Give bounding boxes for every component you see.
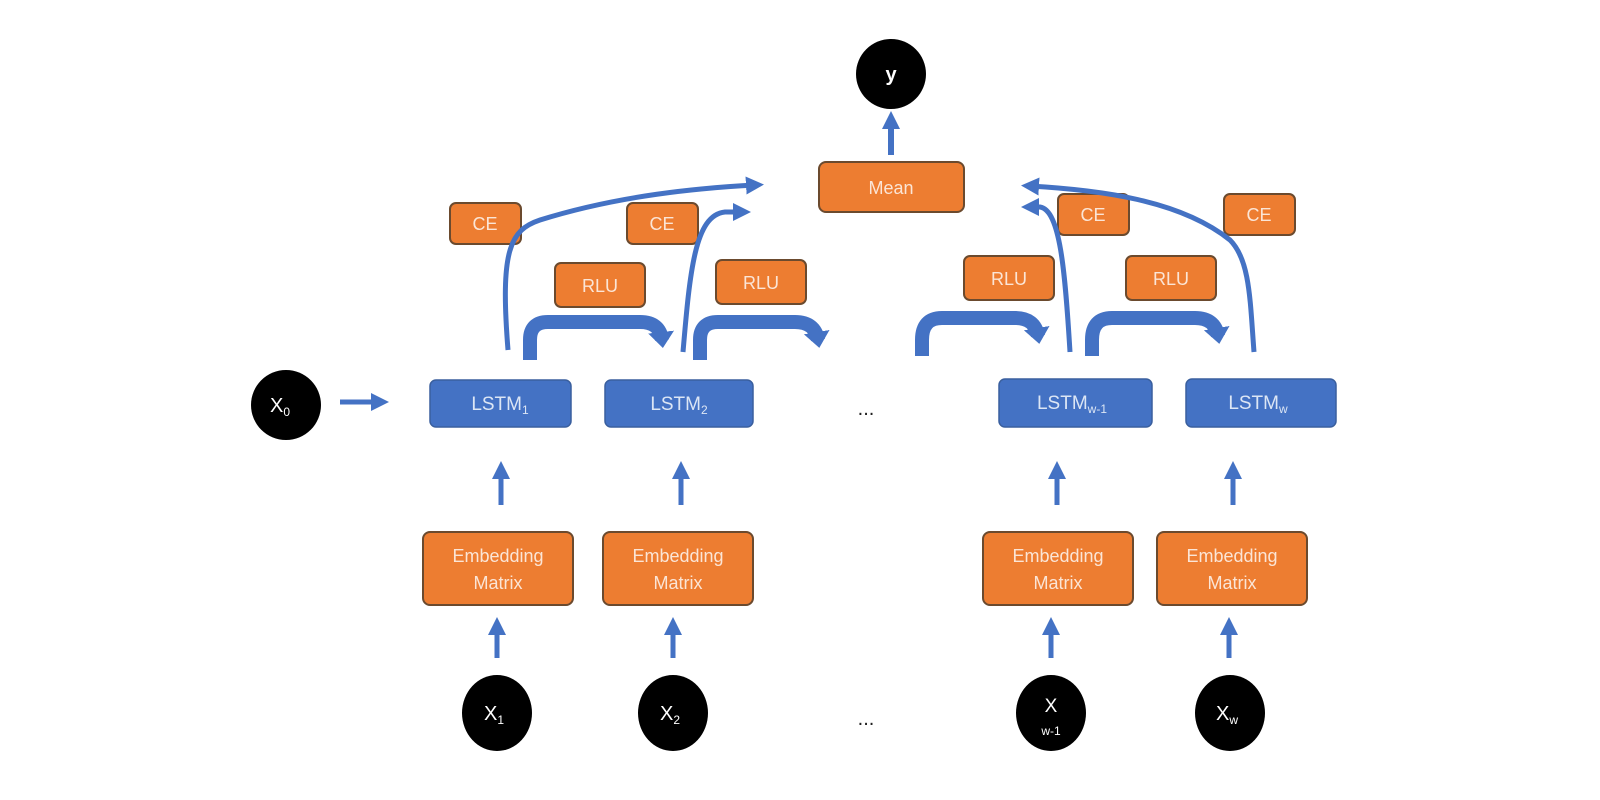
- svg-text:LSTMw-1: LSTMw-1: [1037, 393, 1107, 416]
- svg-text:X0: X0: [270, 395, 290, 419]
- rlu-label: RLU: [991, 269, 1027, 289]
- ce-label: CE: [1246, 205, 1271, 225]
- ce-arrow-2: [680, 203, 751, 353]
- recurrent-arrow-1: [523, 315, 675, 360]
- output-node-y: y: [856, 39, 926, 109]
- svg-text:Xw: Xw: [1216, 703, 1238, 727]
- svg-text:X: X: [1045, 696, 1058, 717]
- ce-label: CE: [1080, 205, 1105, 225]
- svg-text:Embedding: Embedding: [632, 546, 723, 566]
- ellipsis-lstm: ...: [858, 398, 875, 420]
- svg-text:Matrix: Matrix: [1034, 573, 1083, 593]
- svg-text:Embedding: Embedding: [1012, 546, 1103, 566]
- svg-text:X1: X1: [484, 703, 504, 727]
- embedding-box-4: Embedding Matrix: [1156, 531, 1308, 606]
- rlu-label: RLU: [582, 276, 618, 296]
- output-label: y: [885, 64, 897, 86]
- input-node-xw-1: X w-1: [1016, 675, 1086, 751]
- embedding-box-1: Embedding Matrix: [422, 531, 574, 606]
- input-node-xw: Xw: [1195, 675, 1265, 751]
- embedding-box-3: Embedding Matrix: [982, 531, 1134, 606]
- recurrent-arrow-3: [915, 311, 1050, 356]
- svg-text:Matrix: Matrix: [1208, 573, 1257, 593]
- rlu-box-2: RLU: [715, 259, 807, 305]
- lstm-cell-1: LSTM1: [429, 379, 572, 428]
- svg-text:Embedding: Embedding: [1186, 546, 1277, 566]
- ce-label: CE: [649, 214, 674, 234]
- ce-arrow-3: [1021, 198, 1073, 353]
- embedding-box-2: Embedding Matrix: [602, 531, 754, 606]
- ce-box-3: CE: [1057, 193, 1130, 236]
- svg-text:LSTM1: LSTM1: [471, 394, 529, 417]
- ce-arrow-4: [1021, 177, 1257, 353]
- rlu-box-4: RLU: [1125, 255, 1217, 301]
- ce-box-4: CE: [1223, 193, 1296, 236]
- lstm-cell-2: LSTM2: [604, 379, 754, 428]
- mean-box: Mean: [818, 161, 965, 213]
- ce-box-2: CE: [626, 202, 699, 245]
- rlu-box-3: RLU: [963, 255, 1055, 301]
- svg-text:LSTMw: LSTMw: [1228, 393, 1288, 416]
- ce-box-1: CE: [449, 202, 522, 245]
- lstm-cell-w-1: LSTMw-1: [998, 378, 1153, 428]
- svg-text:X2: X2: [660, 703, 680, 727]
- svg-text:LSTM2: LSTM2: [650, 394, 708, 417]
- initial-input-x0: X0: [251, 370, 321, 440]
- ce-arrow-1: [502, 176, 764, 351]
- svg-text:Matrix: Matrix: [474, 573, 523, 593]
- svg-text:Matrix: Matrix: [654, 573, 703, 593]
- input-node-x1: X1: [462, 675, 532, 751]
- input-node-x2: X2: [638, 675, 708, 751]
- lstm-cell-w: LSTMw: [1185, 378, 1337, 428]
- ce-label: CE: [472, 214, 497, 234]
- rlu-box-1: RLU: [554, 262, 646, 308]
- recurrent-arrow-4: [1085, 311, 1230, 356]
- ellipsis-inputs: ...: [858, 708, 875, 730]
- recurrent-arrow-2: [693, 315, 830, 360]
- mean-label: Mean: [868, 178, 913, 198]
- rlu-label: RLU: [743, 273, 779, 293]
- svg-text:w-1: w-1: [1040, 724, 1061, 738]
- rlu-label: RLU: [1153, 269, 1189, 289]
- svg-text:Embedding: Embedding: [452, 546, 543, 566]
